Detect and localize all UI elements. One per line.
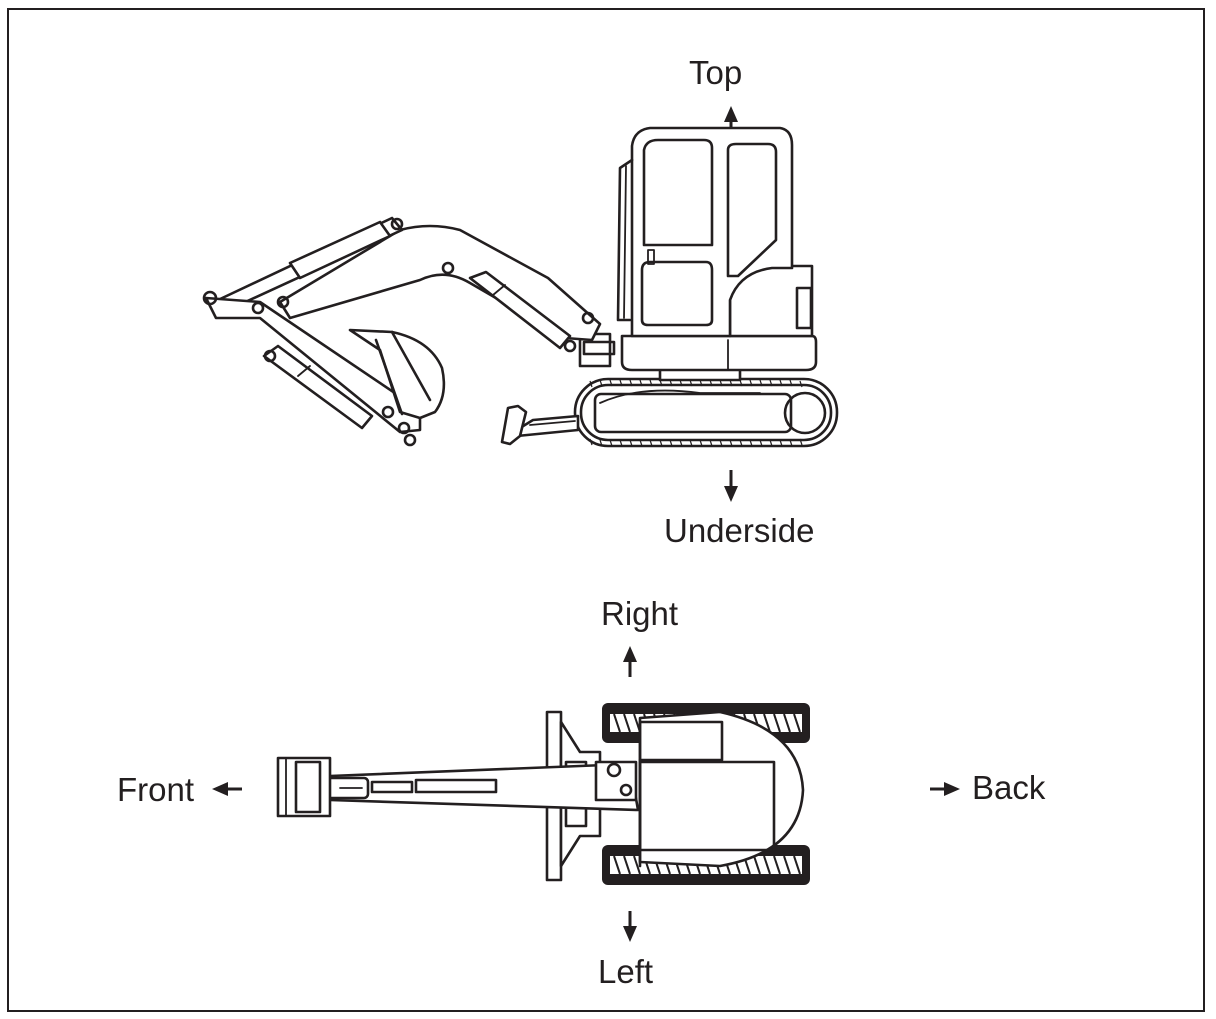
label-top: Top xyxy=(689,54,743,91)
side-arm xyxy=(202,290,422,434)
label-front: Front xyxy=(117,771,195,808)
side-bucket-cylinder xyxy=(262,344,374,430)
side-track xyxy=(573,377,839,448)
excavator-top-view xyxy=(276,703,810,885)
excavator-side-view xyxy=(202,126,839,448)
label-left: Left xyxy=(598,953,654,990)
side-upper-body xyxy=(620,264,818,372)
arrow-up-right xyxy=(623,646,637,677)
side-swing-bracket xyxy=(578,332,616,368)
label-right: Right xyxy=(601,595,679,632)
top-upper-structure xyxy=(638,710,805,868)
arrow-down-left xyxy=(623,911,637,942)
label-underside: Underside xyxy=(664,512,815,549)
label-back: Back xyxy=(972,769,1046,806)
arrow-right-back xyxy=(930,782,960,796)
diagram-frame xyxy=(7,8,1205,1012)
side-cab xyxy=(616,126,794,338)
side-boom-cylinder xyxy=(468,270,572,350)
arrow-down-underside xyxy=(724,470,738,502)
side-dozer-blade xyxy=(500,404,580,446)
arrow-left-front xyxy=(212,782,242,796)
side-bucket xyxy=(348,328,446,447)
top-bucket xyxy=(276,756,332,818)
top-boom xyxy=(328,760,640,812)
